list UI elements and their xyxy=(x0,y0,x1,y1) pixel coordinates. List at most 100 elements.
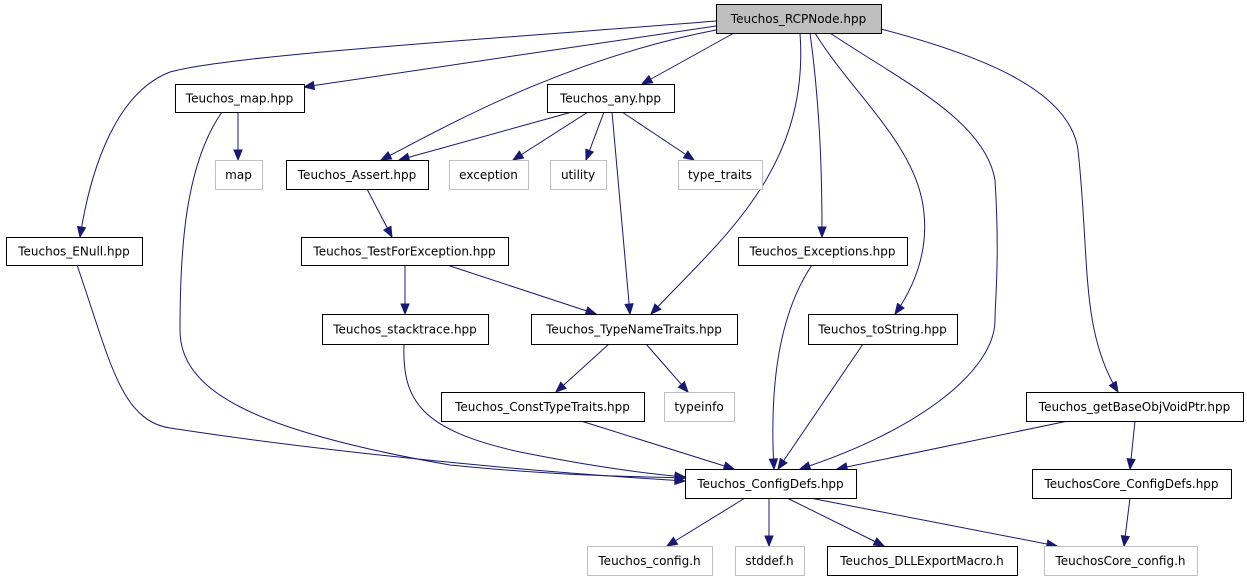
edge-any_hpp-to-typenametraits xyxy=(611,111,634,316)
edge-configdefs-to-dllexport xyxy=(786,497,886,547)
arrowhead xyxy=(379,151,393,161)
arrowhead xyxy=(584,306,598,316)
node-label: Teuchos_ENull.hpp xyxy=(17,245,130,259)
node-box xyxy=(716,4,882,34)
node-label: Teuchos_TestForException.hpp xyxy=(312,245,495,259)
edge-configdefs-to-coreconfig_h xyxy=(809,497,1059,549)
arrowhead xyxy=(400,303,410,316)
node-label: typeinfo xyxy=(674,400,723,414)
node-dllexport[interactable]: Teuchos_DLLExportMacro.h xyxy=(827,546,1018,576)
edge-map_hpp-to-map xyxy=(233,112,243,162)
edge-rcpnode-to-tostring xyxy=(814,32,926,316)
node-label: stddef.h xyxy=(745,554,793,568)
node-enull_hpp[interactable]: Teuchos_ENull.hpp xyxy=(6,237,143,266)
node-box xyxy=(738,237,908,266)
node-label: map xyxy=(225,168,252,182)
edge-typenametraits-to-consttypetraits xyxy=(555,343,610,393)
edge-any_hpp-to-utility xyxy=(585,111,605,162)
node-exceptions_hpp[interactable]: Teuchos_Exceptions.hpp xyxy=(738,237,908,266)
node-box xyxy=(1032,469,1232,499)
edge-coreconfigdefs-to-coreconfig_h xyxy=(1120,497,1131,548)
node-label: Teuchos_Assert.hpp xyxy=(297,168,416,182)
arrowhead xyxy=(722,461,736,471)
node-label: Teuchos_toString.hpp xyxy=(817,323,947,337)
node-type_traits: type_traits xyxy=(678,160,763,190)
node-box xyxy=(735,546,805,576)
arrowhead xyxy=(76,225,87,239)
edge-any_hpp-to-exception xyxy=(511,111,589,161)
arrowhead xyxy=(817,226,827,239)
arrowhead xyxy=(768,458,779,471)
node-assert_hpp[interactable]: Teuchos_Assert.hpp xyxy=(286,160,429,190)
edge-configdefs-to-stddef xyxy=(764,498,774,548)
arrowhead xyxy=(764,535,774,548)
arrowhead xyxy=(777,457,788,471)
node-label: Teuchos_map.hpp xyxy=(185,92,293,106)
node-box xyxy=(1044,546,1198,576)
node-rcpnode[interactable]: Teuchos_RCPNode.hpp xyxy=(716,4,882,34)
node-map: map xyxy=(215,160,263,190)
arrowhead xyxy=(650,303,662,315)
arrowhead xyxy=(674,471,687,481)
node-box xyxy=(441,392,645,422)
node-testforexc[interactable]: Teuchos_TestForException.hpp xyxy=(301,237,509,266)
edge-typenametraits-to-typeinfo xyxy=(645,343,689,394)
edge-rcpnode-to-getbaseobj xyxy=(880,28,1119,394)
arrowhead xyxy=(640,74,654,85)
edges-layer xyxy=(76,20,1136,549)
node-box xyxy=(301,237,509,266)
node-box xyxy=(1026,392,1244,422)
arrowhead xyxy=(302,80,316,91)
arrowhead xyxy=(682,150,696,161)
node-label: TeuchosCore_ConfigDefs.hpp xyxy=(1043,477,1218,491)
node-getbaseobj[interactable]: Teuchos_getBaseObjVoidPtr.hpp xyxy=(1026,392,1244,422)
node-map_hpp[interactable]: Teuchos_map.hpp xyxy=(175,84,305,113)
node-config_h: Teuchos_config.h xyxy=(587,546,713,576)
node-label: Teuchos_any.hpp xyxy=(559,92,661,106)
arrowhead xyxy=(624,303,634,316)
edge-testforexc-to-typenametraits xyxy=(446,264,598,316)
edge-rcpnode-to-typenametraits xyxy=(650,32,802,315)
node-box xyxy=(547,84,675,113)
node-typenametraits[interactable]: Teuchos_TypeNameTraits.hpp xyxy=(531,314,738,345)
edge-configdefs-to-config_h xyxy=(665,497,746,547)
node-label: type_traits xyxy=(688,168,752,182)
arrowhead xyxy=(555,381,567,393)
edge-rcpnode-to-exceptions_hpp xyxy=(809,32,827,239)
node-box xyxy=(550,160,607,190)
node-coreconfig_h: TeuchosCore_config.h xyxy=(1044,546,1198,576)
arrowhead xyxy=(382,225,393,239)
node-label: Teuchos_stacktrace.hpp xyxy=(332,323,477,337)
node-tostring[interactable]: Teuchos_toString.hpp xyxy=(808,314,958,345)
node-label: TeuchosCore_config.h xyxy=(1055,554,1186,568)
node-label: Teuchos_config.h xyxy=(597,554,700,568)
edge-consttypetraits-to-configdefs xyxy=(580,420,736,471)
node-box xyxy=(587,546,713,576)
node-label: Teuchos_ConstTypeTraits.hpp xyxy=(454,400,630,414)
arrowhead xyxy=(511,150,525,161)
node-box xyxy=(808,314,958,345)
node-typeinfo: typeinfo xyxy=(664,392,735,422)
node-consttypetraits[interactable]: Teuchos_ConstTypeTraits.hpp xyxy=(441,392,645,422)
arrowhead xyxy=(1108,380,1119,394)
edge-testforexc-to-stacktrace xyxy=(400,265,410,316)
arrowhead xyxy=(233,149,243,162)
node-label: Teuchos_DLLExportMacro.h xyxy=(839,554,1004,568)
node-stddef: stddef.h xyxy=(735,546,805,576)
node-exception: exception xyxy=(449,160,529,190)
node-label: Teuchos_RCPNode.hpp xyxy=(730,12,866,26)
node-any_hpp[interactable]: Teuchos_any.hpp xyxy=(547,84,675,113)
node-stacktrace[interactable]: Teuchos_stacktrace.hpp xyxy=(322,314,489,345)
node-box xyxy=(531,314,738,345)
node-configdefs[interactable]: Teuchos_ConfigDefs.hpp xyxy=(685,469,857,499)
arrowhead xyxy=(894,302,905,316)
node-utility: utility xyxy=(550,160,607,190)
node-box xyxy=(322,314,489,345)
node-coreconfigdefs[interactable]: TeuchosCore_ConfigDefs.hpp xyxy=(1032,469,1232,499)
node-label: Teuchos_Exceptions.hpp xyxy=(748,245,895,259)
node-box xyxy=(449,160,529,190)
node-box xyxy=(175,84,305,113)
edge-any_hpp-to-type_traits xyxy=(621,111,696,161)
